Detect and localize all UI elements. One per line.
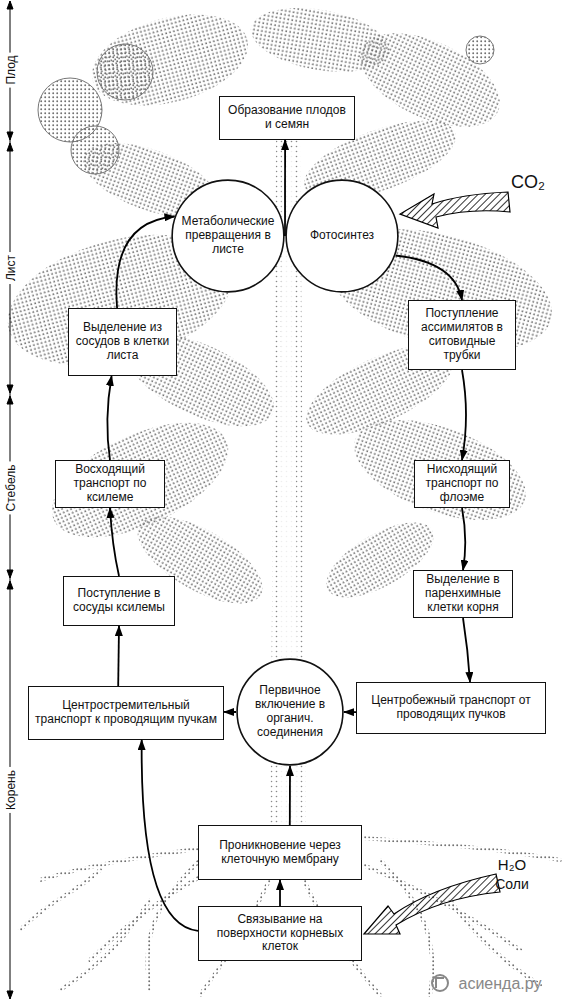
- process-box: Поступление в сосуды ксилемы: [63, 576, 175, 626]
- node-text: Образование плодов и семян: [224, 104, 350, 132]
- flow-arrow: [279, 880, 281, 906]
- input-label: Соли: [495, 876, 529, 892]
- process-box: Центробежный транспорт от проводящих пуч…: [356, 682, 546, 734]
- flow-arrow: [344, 711, 356, 713]
- node-text: Нисходящий транспорт по флоэме: [419, 463, 505, 504]
- process-box: Нисходящий транспорт по флоэме: [414, 460, 510, 508]
- co2-input-arrow: [400, 192, 510, 228]
- node-text: Центростремительный транспорт к проводящ…: [33, 699, 219, 727]
- node-text: Первичное включение в органич. соединени…: [246, 684, 334, 739]
- node-text: Центробежный транспорт от проводящих пуч…: [361, 694, 541, 722]
- watermark-icon: [432, 975, 448, 991]
- axis-label: Корень: [4, 767, 18, 813]
- flow-arrow: [110, 508, 119, 576]
- flow-arrow: [117, 626, 120, 686]
- process-box: Связывание на поверхности корневых клето…: [198, 906, 362, 961]
- watermark: асиенда.ру: [459, 975, 542, 993]
- node-text: Выделение в паренхимные клетки корня: [418, 573, 508, 614]
- flow-arrow: [289, 766, 291, 825]
- node-text: Метаболические превращения в листе: [181, 215, 275, 256]
- node-text: Связывание на поверхности корневых клето…: [203, 913, 357, 954]
- flow-arrow: [116, 217, 174, 309]
- flow-arrow: [396, 256, 462, 301]
- flow-arrow: [463, 618, 470, 682]
- plant-roots: [20, 830, 560, 995]
- axis-label: Плод: [4, 52, 18, 87]
- node-text: Поступление в сосуды ксилемы: [68, 587, 170, 615]
- flow-arrow: [462, 508, 465, 570]
- axis-label: Стебель: [4, 462, 18, 515]
- water-input-arrow: [364, 874, 500, 934]
- process-circle: Метаболические превращения в листе: [171, 179, 285, 293]
- formula-label: H₂O: [498, 856, 526, 873]
- flow-arrow: [142, 740, 198, 931]
- process-box: Восходящий транспорт по ксилеме: [55, 460, 165, 508]
- process-box: Выделение в паренхимные клетки корня: [413, 570, 513, 618]
- process-box: Образование плодов и семян: [219, 96, 355, 140]
- node-text: Восходящий транспорт по ксилеме: [60, 463, 160, 504]
- node-text: Проникновение через клеточную мембрану: [203, 839, 357, 867]
- flow-arrow: [224, 711, 236, 713]
- formula-label: CO₂: [511, 172, 545, 193]
- node-text: Выделение из сосудов в клетки листа: [73, 321, 172, 362]
- flow-arrow: [284, 140, 286, 236]
- process-circle: Фотосинтез: [285, 179, 399, 293]
- process-box: Выделение из сосудов в клетки листа: [68, 308, 177, 376]
- process-box: Проникновение через клеточную мембрану: [198, 825, 362, 880]
- process-circle: Первичное включение в органич. соединени…: [236, 658, 344, 766]
- process-box: Центростремительный транспорт к проводящ…: [28, 686, 224, 740]
- flow-arrow: [462, 370, 466, 460]
- node-text: Поступление ассимилятов в ситовидные тру…: [413, 307, 511, 362]
- node-text: Фотосинтез: [310, 229, 374, 243]
- axis-label: Лист: [4, 252, 18, 284]
- flow-arrow: [107, 376, 111, 460]
- process-box: Поступление ассимилятов в ситовидные тру…: [408, 300, 516, 370]
